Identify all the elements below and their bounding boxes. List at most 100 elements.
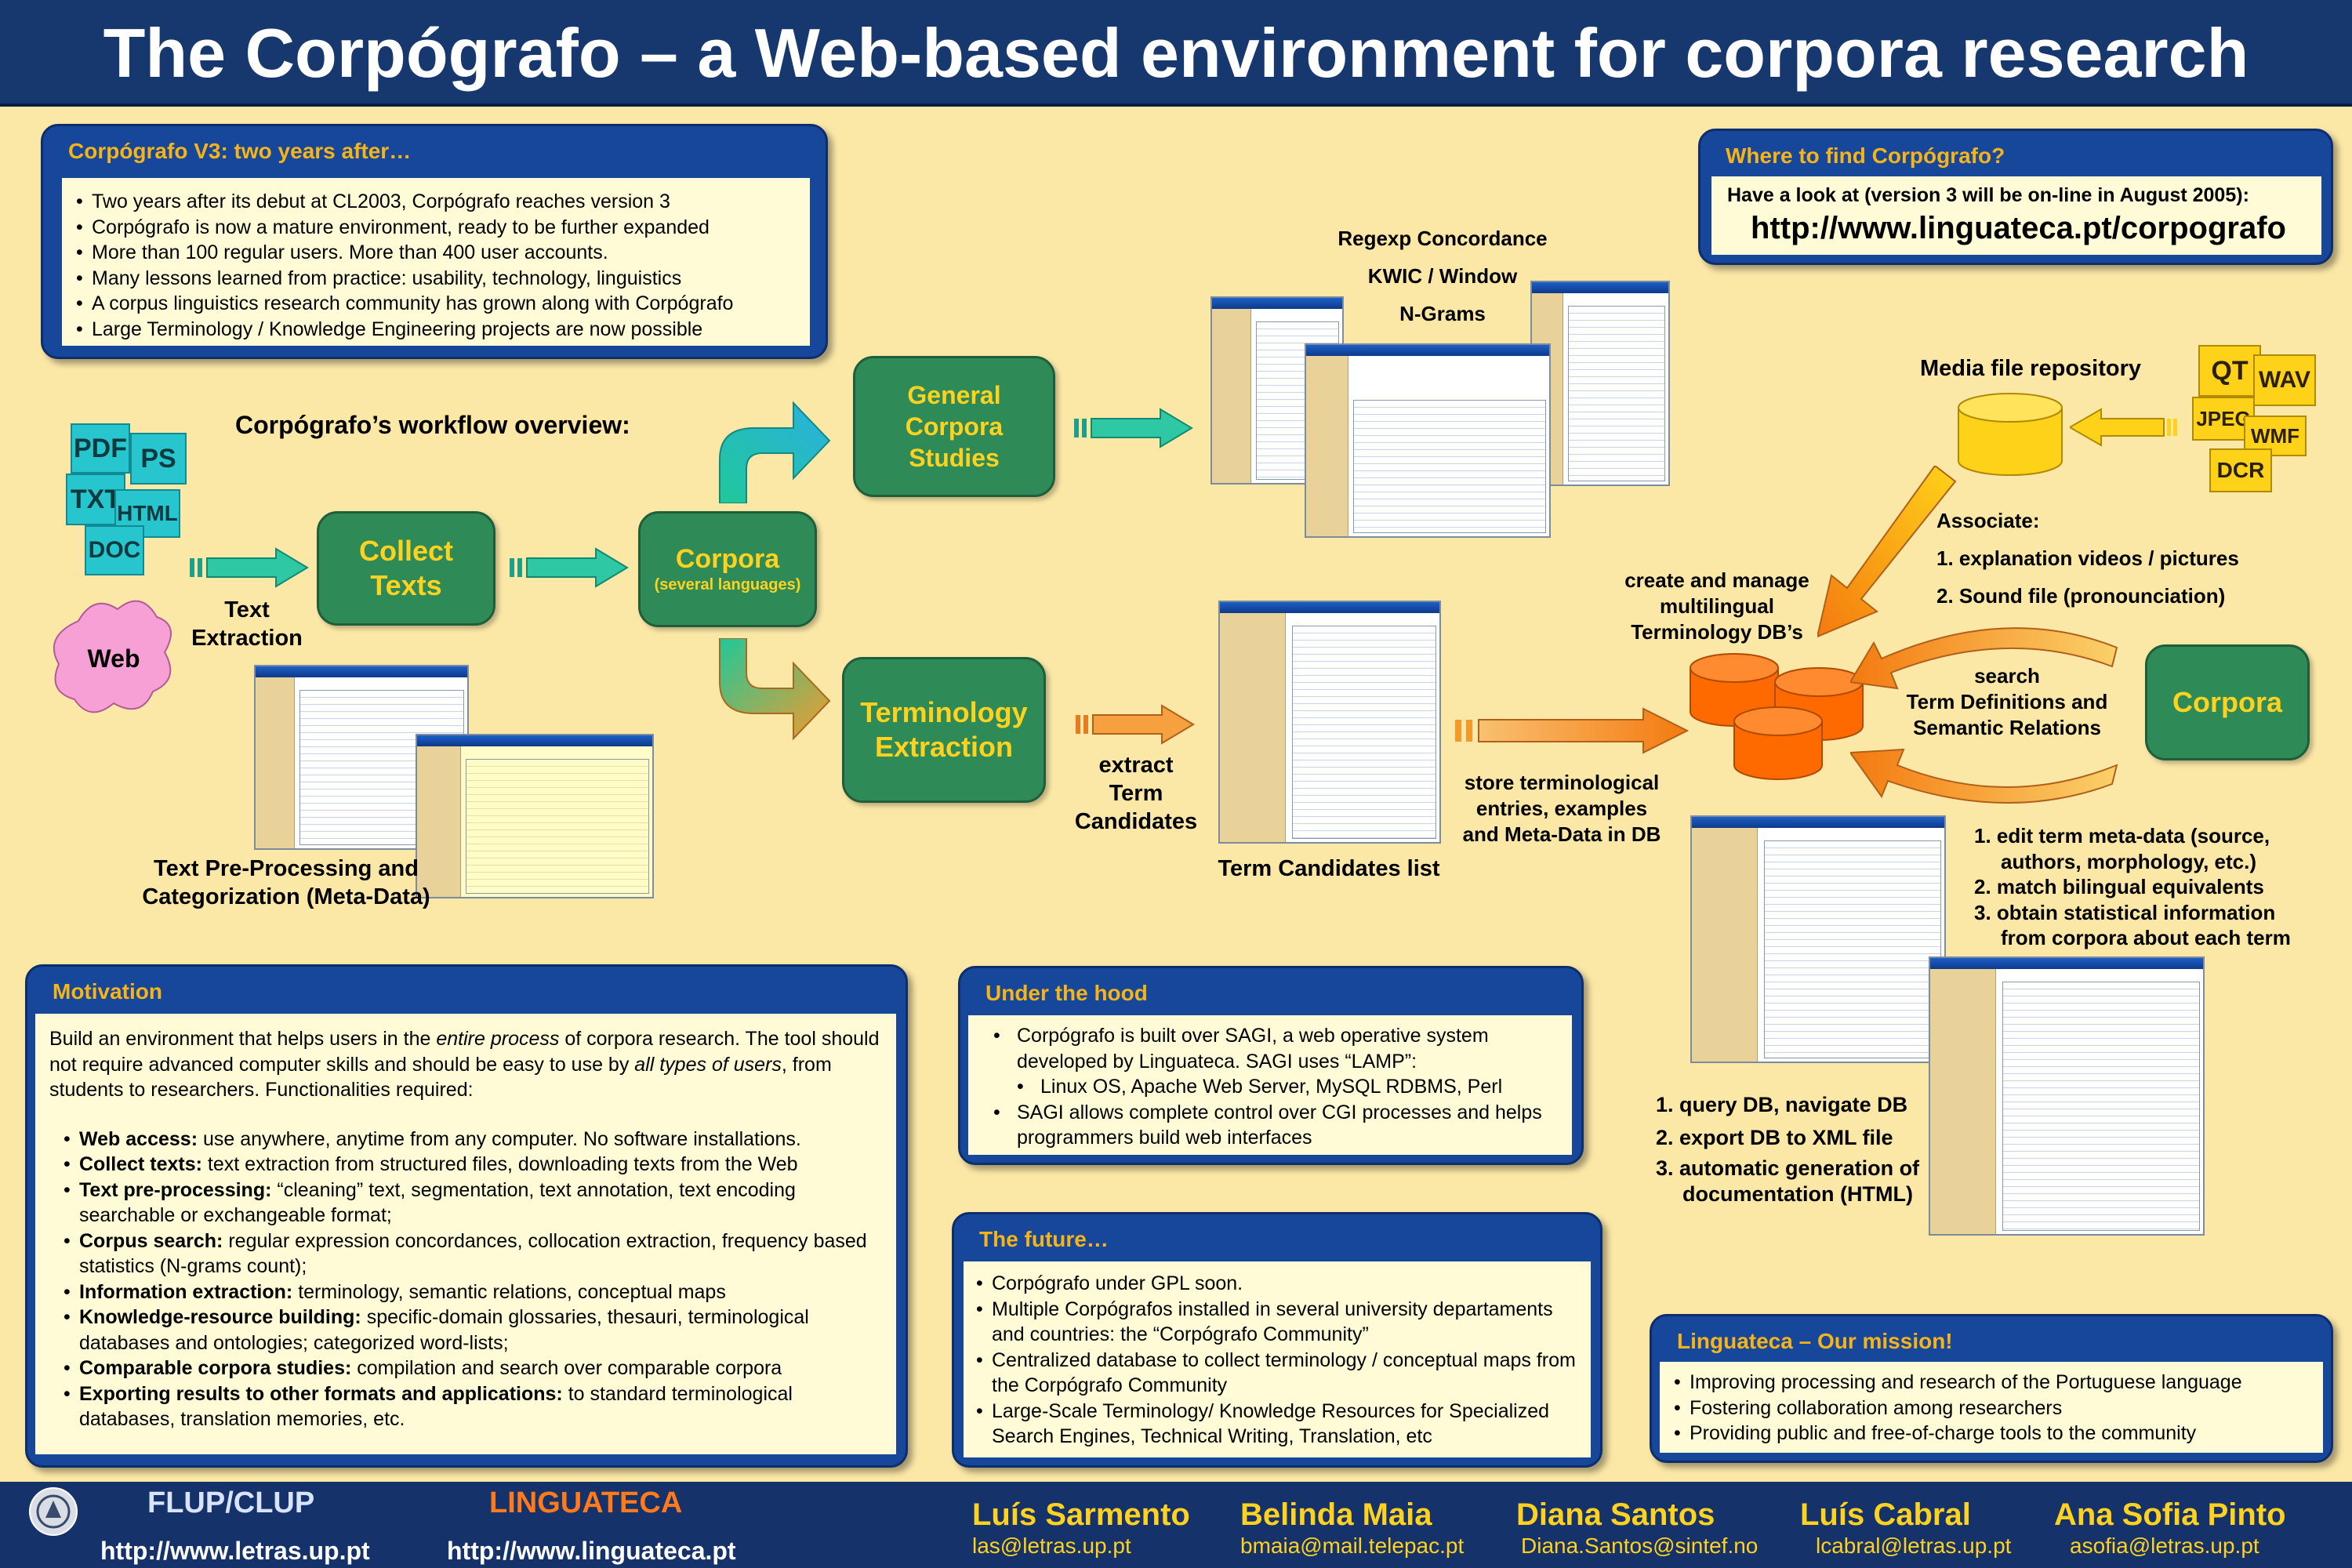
arrow-media-to-db: [2070, 408, 2177, 447]
hood-title: Under the hood: [985, 981, 1148, 1005]
motivation-item: Exporting results to other formats and a…: [64, 1381, 882, 1432]
header-bar: [0, 0, 2352, 107]
hood-body: Corpógrafo is built over SAGI, a web ope…: [968, 1015, 1572, 1155]
v3-item: Many lessons learned from practice: usab…: [76, 266, 796, 292]
motivation-item: Information extraction: terminology, sem…: [64, 1279, 882, 1305]
motivation-body: Build an environment that helps users in…: [35, 1014, 896, 1454]
wav-file-icon: WAV: [2253, 354, 2316, 406]
author-name: Ana Sofia Pinto: [2054, 1497, 2286, 1532]
motivation-list: Web access: use anywhere, anytime from a…: [49, 1127, 882, 1432]
v3-item: Two years after its debut at CL2003, Cor…: [76, 189, 796, 215]
flup-label: FLUP/CLUP: [147, 1486, 315, 1519]
arrow-to-collect: [190, 547, 309, 588]
mission-item: Improving processing and research of the…: [1674, 1370, 2309, 1396]
mission-list: Improving processing and research of the…: [1674, 1370, 2309, 1446]
v3-title: Corpógrafo V3: two years after…: [68, 139, 412, 163]
v3-item: A corpus linguistics research community …: [76, 291, 796, 317]
db-screenshot-1: [1690, 815, 1946, 1063]
arrow-down-terminology: [719, 638, 831, 741]
author-email[interactable]: las@letras.up.pt: [972, 1534, 1131, 1558]
where-panel: Where to find Corpógrafo? Have a look at…: [1698, 129, 2333, 265]
corpora-box-right: Corpora: [2145, 644, 2310, 760]
dcr-file-icon: DCR: [2209, 448, 2272, 492]
hood-panel: Under the hood Corpógrafo is built over …: [958, 966, 1584, 1165]
media-db-icon: [1958, 393, 2063, 476]
concordance-screenshot-3: [1305, 343, 1551, 538]
mission-item: Fostering collaboration among researcher…: [1674, 1396, 2309, 1421]
future-body: Corpógrafo under GPL soon. Multiple Corp…: [964, 1261, 1591, 1457]
concordance-screenshot-2: [1530, 281, 1670, 486]
query-list: 1. query DB, navigate DB 2. export DB to…: [1656, 1093, 1920, 1206]
v3-item: Corpógrafo is now a mature environment, …: [76, 215, 796, 241]
ps-file-icon: PS: [130, 433, 187, 485]
term-candidates-label: Term Candidates list: [1218, 856, 1440, 881]
motivation-item: Text pre-processing: “cleaning” text, se…: [64, 1178, 882, 1229]
hood-subitem: Linux OS, Apache Web Server, MySQL RDBMS…: [1017, 1074, 1558, 1100]
qt-file-icon: QT: [2198, 345, 2261, 397]
mission-panel: Linguateca – Our mission! Improving proc…: [1650, 1314, 2333, 1463]
edit-list: 1. edit term meta-data (source, authors,…: [1974, 824, 2291, 949]
university-seal-icon: [29, 1487, 78, 1536]
arrow-to-db: [1455, 707, 1690, 754]
motivation-item: Corpus search: regular expression concor…: [64, 1229, 882, 1279]
v3-body: Two years after its debut at CL2003, Cor…: [62, 178, 810, 346]
v3-item: Large Terminology / Knowledge Engineerin…: [76, 317, 796, 343]
mission-item: Providing public and free-of-charge tool…: [1674, 1421, 2309, 1446]
motivation-panel: Motivation Build an environment that hel…: [25, 964, 908, 1468]
doc-file-icon: DOC: [85, 525, 144, 575]
corpografo-url[interactable]: http://www.linguateca.pt/corpografo: [1751, 211, 2286, 245]
corpora-box: Corpora (several languages): [638, 511, 817, 627]
linguateca-url[interactable]: http://www.linguateca.pt: [447, 1537, 736, 1565]
preprocessing-screenshot-2: [416, 734, 654, 898]
v3-panel: Corpógrafo V3: two years after… Two year…: [41, 124, 828, 359]
mission-body: Improving processing and research of the…: [1660, 1362, 2323, 1453]
future-item: Multiple Corpógrafos installed in severa…: [976, 1297, 1578, 1348]
motivation-title: Motivation: [53, 979, 162, 1004]
media-repo-label: Media file repository: [1919, 356, 2141, 381]
future-item: Centralized database to collect terminol…: [976, 1348, 1578, 1399]
arrow-to-term-list: [1076, 704, 1195, 745]
author-email[interactable]: lcabral@letras.up.pt: [1816, 1534, 2012, 1558]
footer-bar: [0, 1482, 2352, 1568]
future-list: Corpógrafo under GPL soon. Multiple Corp…: [976, 1271, 1578, 1450]
arrow-media-down: [1817, 466, 1957, 638]
web-cloud-icon: [53, 600, 172, 713]
where-line: Have a look at (version 3 will be on-lin…: [1727, 184, 2249, 206]
motivation-item: Web access: use anywhere, anytime from a…: [64, 1127, 882, 1152]
workflow-title: Corpógrafo’s workflow overview:: [235, 411, 630, 439]
author-name: Belinda Maia: [1240, 1497, 1432, 1532]
author-name: Luís Sarmento: [972, 1497, 1190, 1532]
flup-url[interactable]: http://www.letras.up.pt: [100, 1537, 370, 1565]
html-file-icon: HTML: [114, 489, 180, 538]
arrow-to-concordance: [1074, 408, 1193, 448]
hood-item: SAGI allows complete control over CGI pr…: [993, 1100, 1558, 1151]
author-name: Luís Cabral: [1800, 1497, 1971, 1532]
author-email[interactable]: asofia@letras.up.pt: [2070, 1534, 2259, 1558]
pdf-file-icon: PDF: [71, 423, 130, 474]
term-candidates-screenshot: [1218, 601, 1441, 844]
author-name: Diana Santos: [1516, 1497, 1715, 1532]
motivation-item: Collect texts: text extraction from stru…: [64, 1152, 882, 1178]
hood-item: Corpógrafo is built over SAGI, a web ope…: [993, 1023, 1558, 1074]
linguateca-label: LINGUATECA: [489, 1486, 683, 1519]
terminology-db-icon: [1690, 653, 1864, 780]
search-cycle-arrows: [1850, 627, 2118, 804]
future-title: The future…: [979, 1227, 1109, 1251]
author-email[interactable]: Diana.Santos@sintef.no: [1521, 1534, 1759, 1558]
where-title: Where to find Corpógrafo?: [1726, 143, 2005, 168]
v3-item: More than 100 regular users. More than 4…: [76, 240, 796, 266]
author-email[interactable]: bmaia@mail.telepac.pt: [1240, 1534, 1465, 1558]
v3-list: Two years after its debut at CL2003, Cor…: [76, 189, 796, 342]
db-screenshot-2: [1929, 956, 2205, 1236]
mission-title: Linguateca – Our mission!: [1677, 1329, 1953, 1353]
